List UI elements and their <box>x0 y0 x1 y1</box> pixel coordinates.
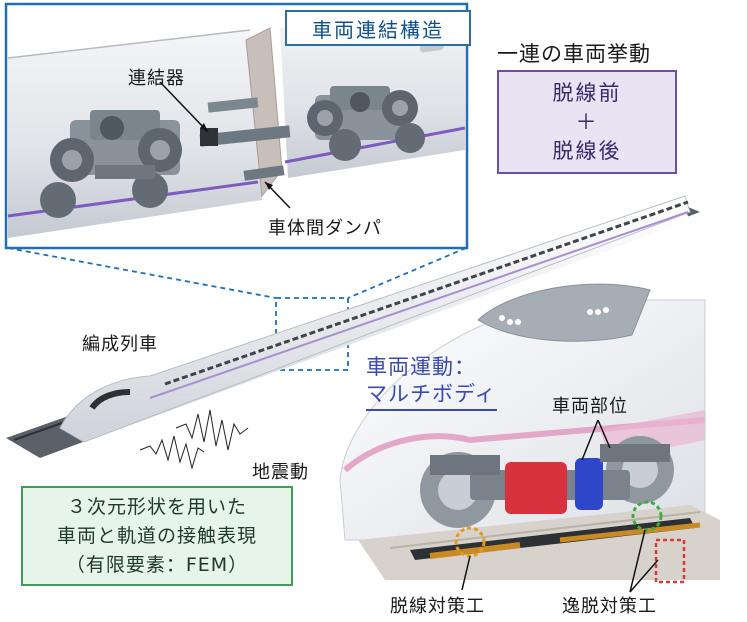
coupler-leader <box>159 81 209 133</box>
blue-part <box>575 458 603 510</box>
contact-box: ３次元形状を用いた 車両と軌道の接触表現 （有限要素：FEM） <box>21 486 293 586</box>
right-car-stripe <box>284 126 466 164</box>
left-bogie <box>40 110 182 218</box>
bogie-closeup <box>339 283 720 593</box>
contact-line1: ３次元形状を用いた <box>66 495 247 518</box>
coupler <box>199 97 291 181</box>
train-set <box>6 195 700 458</box>
red-part <box>505 462 567 514</box>
deviation-marker <box>631 500 663 532</box>
trainset-label: 編成列車 <box>82 334 158 355</box>
fairing-cover <box>477 283 651 342</box>
contact-line2: 車両と軌道の接触表現 <box>56 524 257 547</box>
damper-label: 車体間ダンパ <box>268 218 382 239</box>
car-part-label: 車両部位 <box>552 396 628 417</box>
coupler-label: 連結器 <box>128 68 185 89</box>
earthquake-label: 地震動 <box>252 462 309 483</box>
motion-line2: マルチボディ <box>366 381 497 411</box>
right-bogie <box>307 86 425 161</box>
deviation-measure-label: 逸脱対策工 <box>562 596 657 617</box>
derail-measure-label: 脱線対策工 <box>390 596 485 617</box>
vehicle-motion-label: 車両運動： マルチボディ <box>366 354 497 411</box>
motion-line1: 車両運動： <box>366 355 476 379</box>
sequence-box: 脱線前 ＋ 脱線後 <box>497 70 677 174</box>
deviation-zone <box>654 538 686 584</box>
sequence-plus: ＋ <box>575 109 599 134</box>
seismic-wave <box>139 409 249 470</box>
sequence-after: 脱線後 <box>552 138 622 163</box>
sequence-heading: 一連の車両挙動 <box>497 42 651 66</box>
sequence-before: 脱線前 <box>552 80 622 105</box>
contact-line3: （有限要素：FEM） <box>65 553 249 576</box>
inset-title: 車両連結構造 <box>285 10 471 46</box>
